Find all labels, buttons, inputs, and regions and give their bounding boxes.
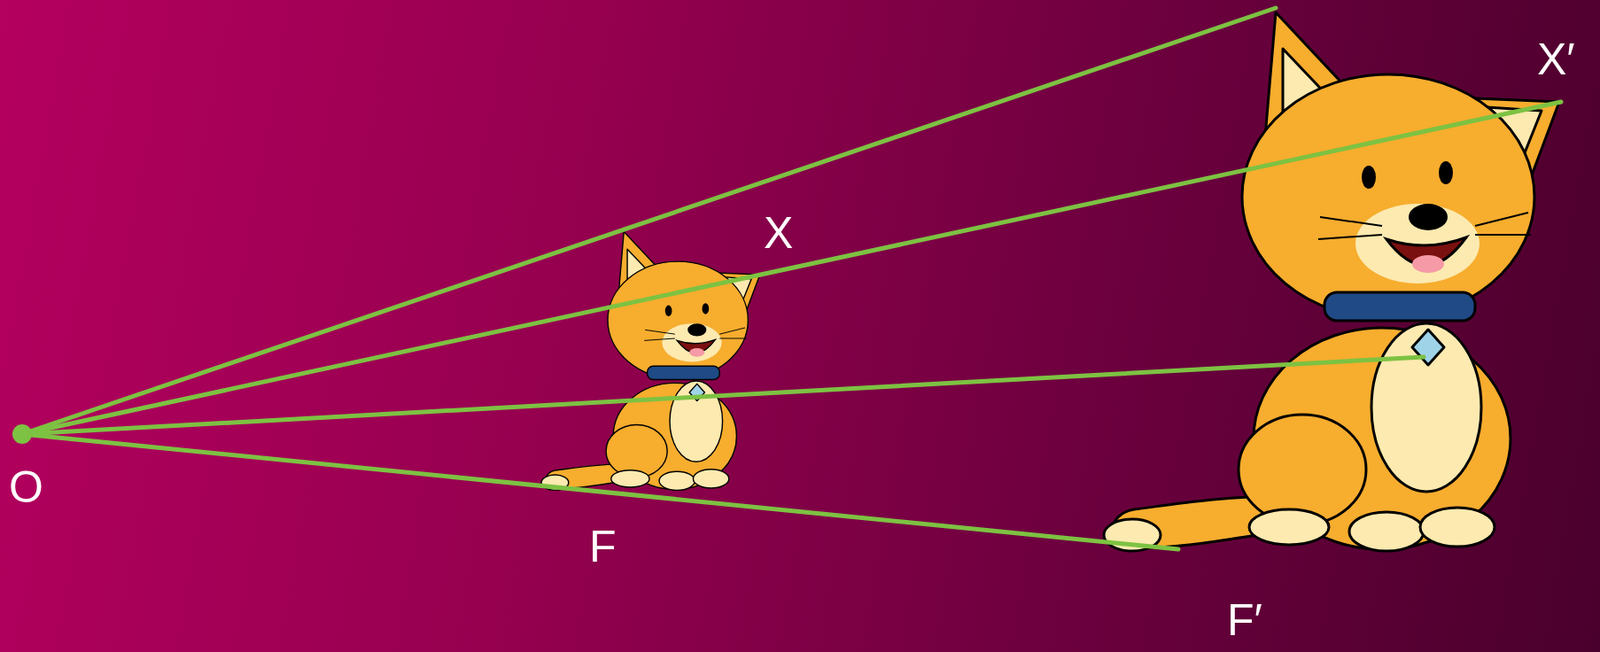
center-point	[12, 424, 32, 444]
ray	[22, 357, 1424, 435]
ray	[22, 7, 1276, 435]
point-label: F	[589, 524, 617, 569]
point-label: X	[763, 210, 793, 256]
ray	[22, 101, 1562, 435]
rays	[22, 7, 1562, 550]
center-label: O	[8, 465, 44, 510]
small-cat	[541, 232, 761, 491]
image-point-label: F′	[1227, 598, 1263, 643]
image-point-label: X′	[1537, 37, 1576, 82]
big-cat	[1103, 12, 1560, 552]
